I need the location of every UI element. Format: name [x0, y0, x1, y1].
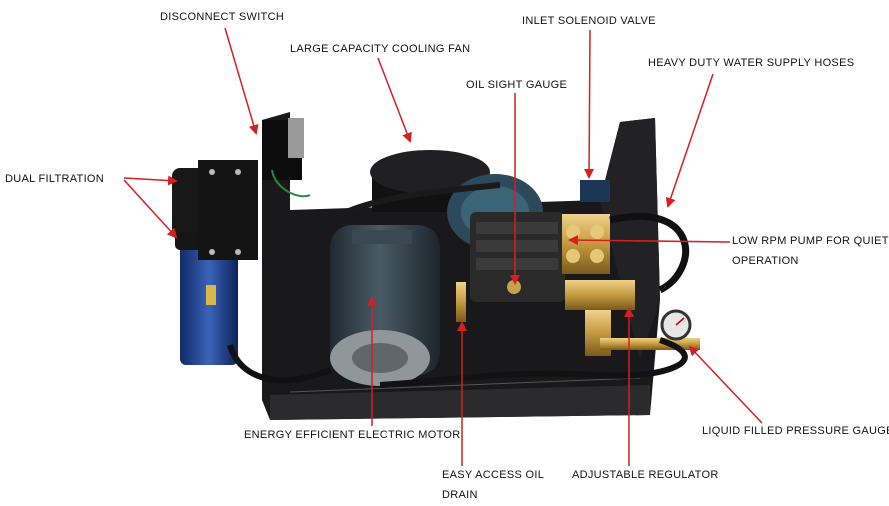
arrow-filter-bottom	[123, 179, 178, 239]
label-oil-drain-line2: DRAIN	[442, 489, 478, 501]
pump	[470, 212, 610, 302]
label-pump-line2: OPERATION	[732, 255, 799, 267]
label-disconnect-switch: DISCONNECT SWITCH	[160, 11, 285, 23]
water-hoses	[227, 212, 690, 388]
inlet-solenoid-valve	[580, 180, 610, 202]
label-dual-filtration: DUAL FILTRATION	[5, 173, 105, 185]
label-oil-drain-line1: EASY ACCESS OIL	[442, 469, 545, 481]
label-pressure-gauge: LIQUID FILLED PRESSURE GAUGE	[702, 425, 889, 437]
label-cooling-fan: LARGE CAPACITY COOLING FAN	[290, 43, 471, 55]
arrow-disconnect-switch	[224, 27, 259, 135]
arrow-filter-top	[123, 175, 178, 186]
electric-motor	[330, 225, 440, 386]
arrow-inlet-valve	[584, 29, 595, 179]
dual-filters	[172, 160, 258, 365]
arrow-pressure-gauge	[688, 345, 763, 424]
label-pump-line1: LOW RPM PUMP FOR QUIET	[732, 235, 889, 247]
regulator	[565, 280, 700, 356]
label-regulator: ADJUSTABLE REGULATOR	[572, 469, 719, 481]
label-inlet-valve: INLET SOLENOID VALVE	[522, 15, 656, 27]
callout-arrows	[123, 27, 763, 466]
label-water-hoses: HEAVY DUTY WATER SUPPLY HOSES	[648, 57, 855, 69]
label-motor: ENERGY EFFICIENT ELECTRIC MOTOR	[244, 429, 461, 441]
arrow-cooling-fan	[377, 57, 412, 143]
label-oil-gauge: OIL SIGHT GAUGE	[466, 79, 568, 91]
oil-drain	[456, 282, 466, 322]
arrow-pump	[568, 235, 731, 246]
pressure-gauge	[660, 309, 692, 341]
arrow-water-hoses	[665, 73, 714, 208]
disconnect-switch	[262, 118, 311, 198]
